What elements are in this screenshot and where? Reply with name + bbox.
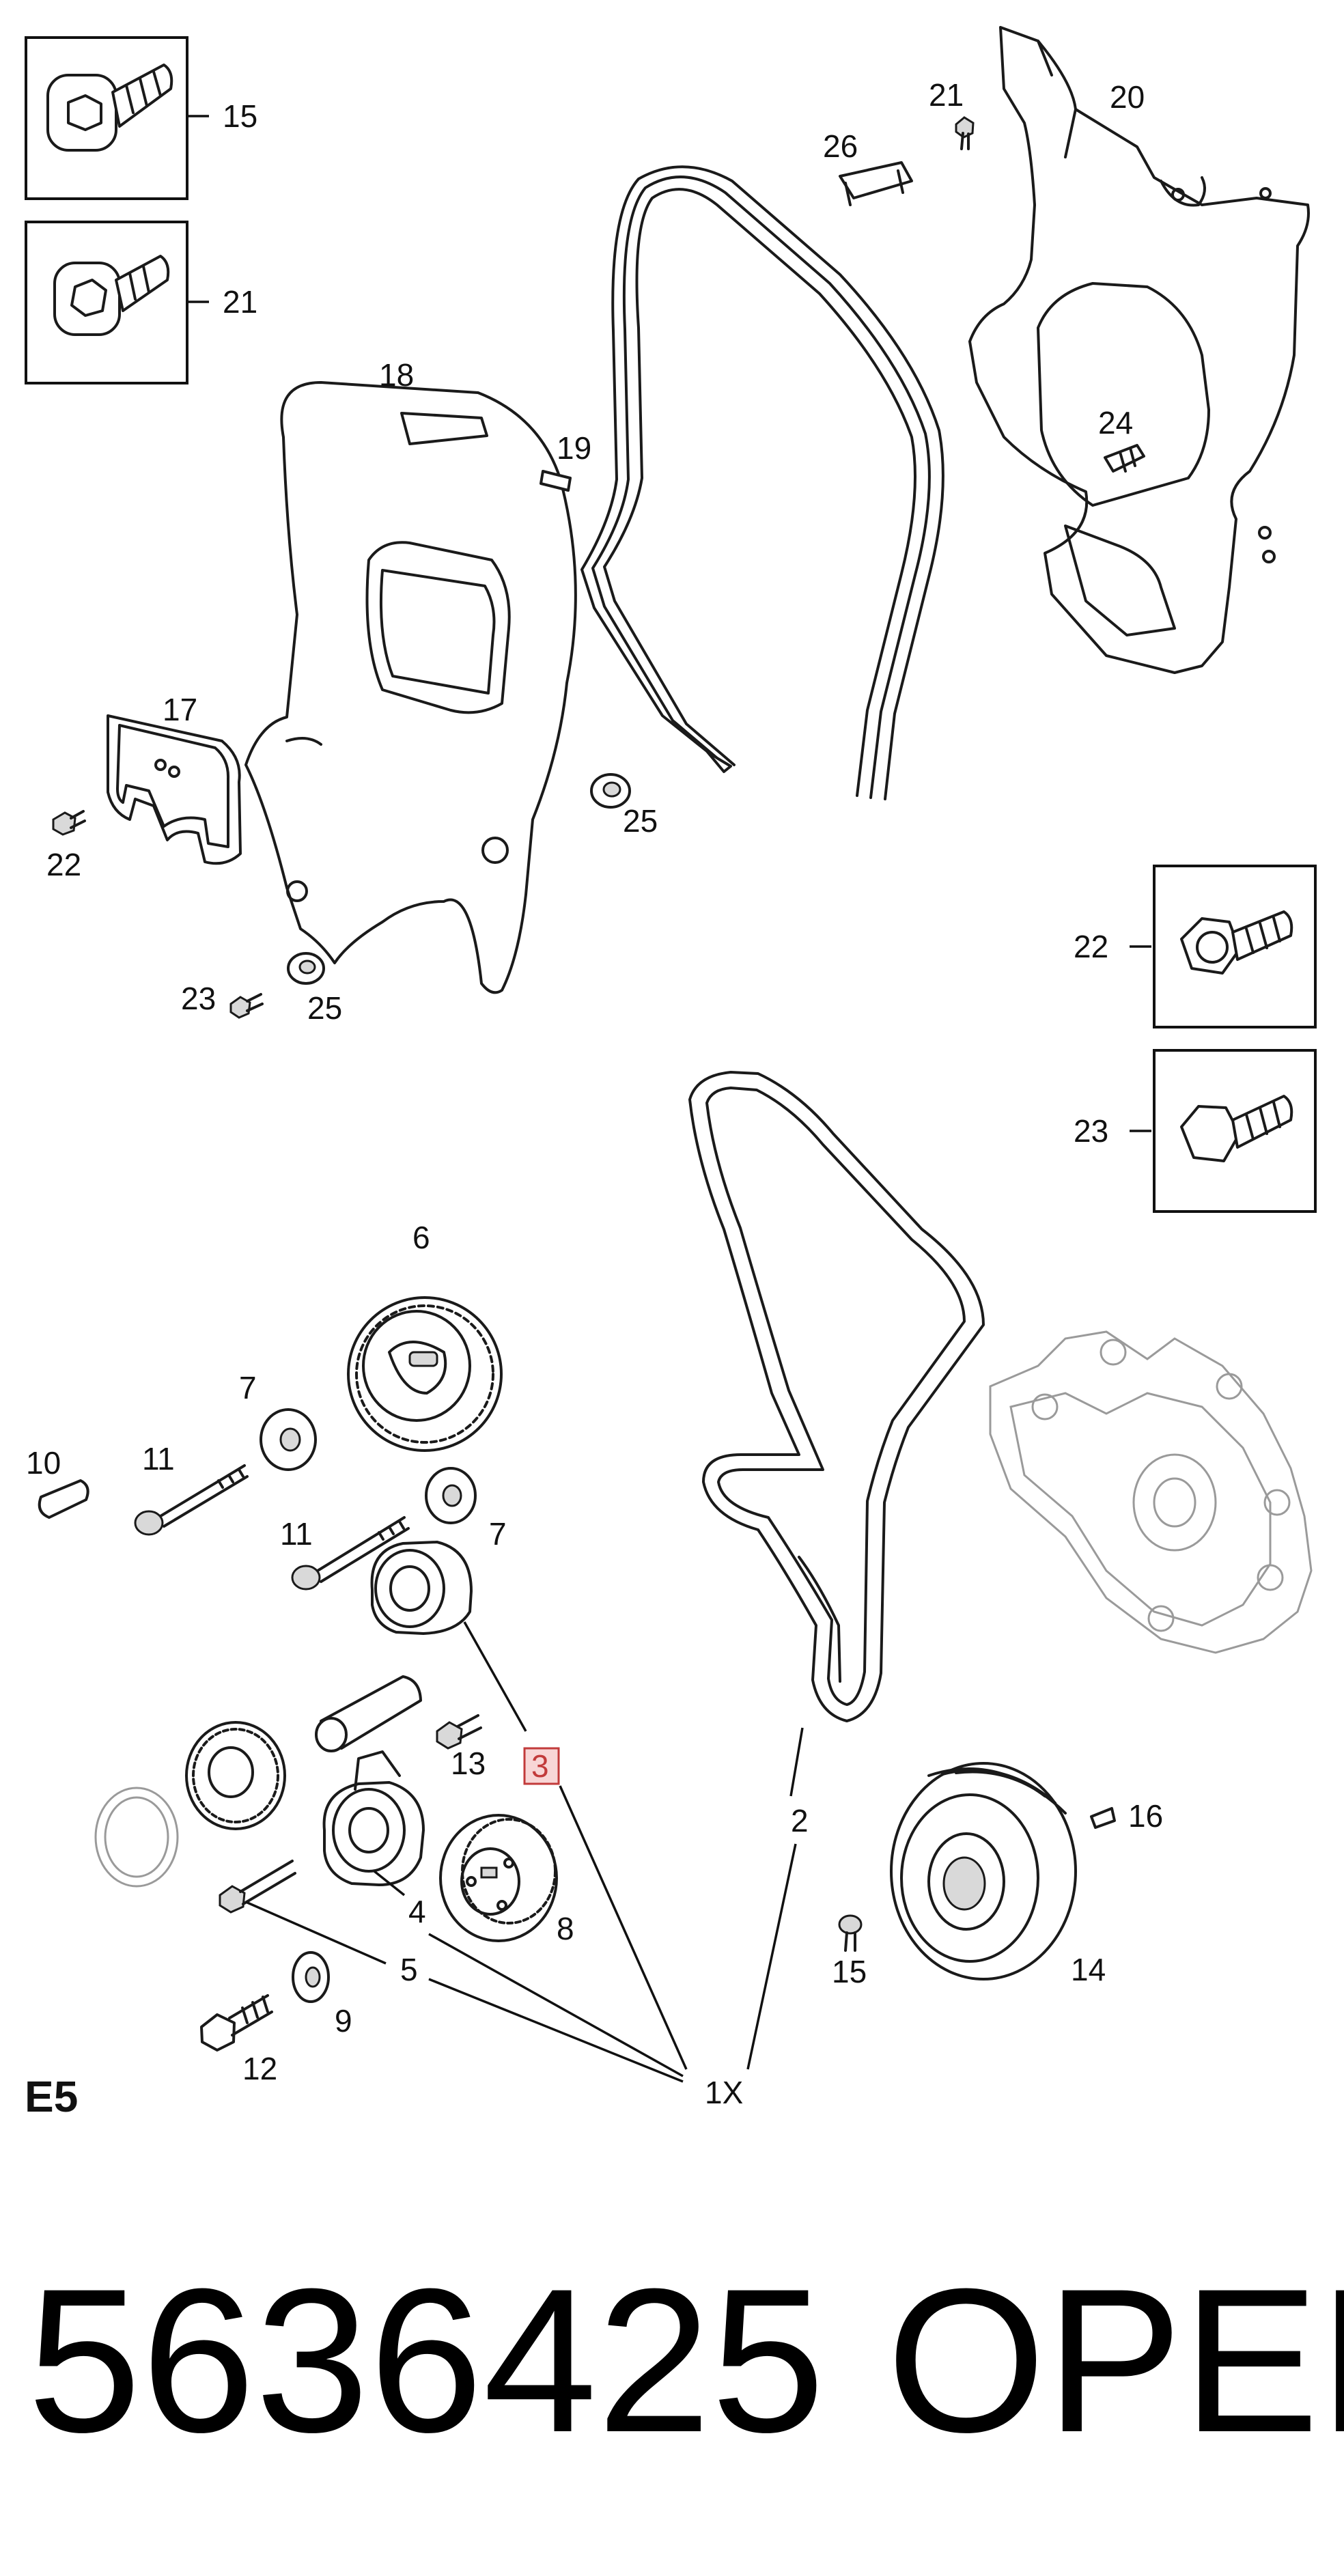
callout-8: 8 [557,1911,574,1946]
callout-26: 26 [823,128,858,164]
callout-2: 2 [791,1803,809,1838]
callout-25-lower: 25 [307,990,342,1026]
bolt-21-icon [53,255,170,336]
callout-21: 21 [929,77,964,113]
pin-spacer-icon [315,1675,422,1752]
callout-23-box: 23 [1074,1113,1108,1149]
rear-cover-20-icon [968,26,1310,674]
callout-25-upper: 25 [623,803,658,839]
key-16-icon [1090,1807,1116,1829]
callout-12: 12 [242,2051,277,2086]
bolt-22-small-icon [52,810,86,836]
callout-18: 18 [379,357,414,393]
bolt-5-icon [219,1860,296,1914]
callout-7-lower: 7 [489,1516,507,1552]
bolt-21-small-icon [955,116,975,150]
callout-6: 6 [412,1220,430,1255]
washer-7-upper-icon [260,1408,317,1471]
callout-16: 16 [1128,1798,1163,1834]
brand-name: OPEL [886,2245,1344,2475]
bolt-11-lower-icon [291,1516,410,1591]
callout-9: 9 [335,2003,352,2039]
damper-pulley-14-icon [890,1762,1077,1980]
grommet-25-upper-icon [590,773,631,809]
cam-sprocket-6-icon [347,1296,503,1452]
callout-15-box: 15 [223,98,257,134]
detail-box-22: 22 [1074,865,1317,1028]
bolt-15-small-icon [838,1914,863,1952]
bolt-23-small-icon [229,993,264,1019]
callout-3-text: 3 [531,1748,549,1784]
callout-1x: 1X [705,2075,743,2110]
clip-26-icon [839,161,913,206]
callout-11-upper: 11 [142,1441,175,1476]
callout-24: 24 [1098,405,1133,440]
leader-lines [245,1621,804,2083]
callout-11-lower: 11 [280,1516,313,1552]
washer-7-lower-icon [425,1467,477,1524]
oil-seal-icon [94,1787,179,1888]
bolt-22-icon [1180,910,1293,975]
callout-14: 14 [1071,1952,1106,1987]
callout-7-upper: 7 [239,1370,257,1405]
bolt-23-icon [1180,1095,1293,1162]
callout-22-box: 22 [1074,929,1108,964]
stud-24-icon [1104,444,1145,473]
washer-9-icon [292,1951,330,2003]
idler-pulley-3-icon [370,1541,473,1635]
crank-sprocket-icon [185,1721,286,1830]
dowel-10-icon [38,1479,89,1519]
bolt-11-upper-icon [134,1464,249,1536]
detail-box-23: 23 [1074,1049,1317,1213]
detail-box-21: 21 [25,221,257,384]
callout-4: 4 [408,1894,426,1929]
bolt-12-icon [200,1994,273,2052]
front-cover-18-icon [244,381,577,994]
callout-22: 22 [46,847,81,882]
callout-15: 15 [832,1954,867,1989]
bolt-15-icon [46,64,173,152]
callout-17: 17 [163,692,197,727]
detail-box-15: 15 [25,36,257,200]
callout-13: 13 [451,1746,486,1781]
tensioner-4-icon [322,1750,425,1886]
key-19-icon [540,470,572,492]
part-number: 5636425 [27,2245,825,2475]
callout-10: 10 [26,1445,61,1481]
timing-belt-2-icon [688,1071,985,1722]
oil-pump-icon [989,1330,1313,1654]
bracket-17-icon [107,714,242,865]
callout-19: 19 [557,430,591,466]
callout-5: 5 [400,1952,418,1987]
grommet-25-lower-icon [287,952,325,985]
crank-sprocket-8-icon [439,1814,558,1942]
callout-21-box: 21 [223,284,257,320]
callout-23: 23 [181,981,216,1016]
bolt-13-icon [436,1714,482,1750]
cover-gasket-icon [580,165,944,800]
callout-3-highlighted[interactable]: 3 [523,1747,560,1785]
callout-20: 20 [1110,79,1145,115]
section-label: E5 [25,2072,78,2121]
